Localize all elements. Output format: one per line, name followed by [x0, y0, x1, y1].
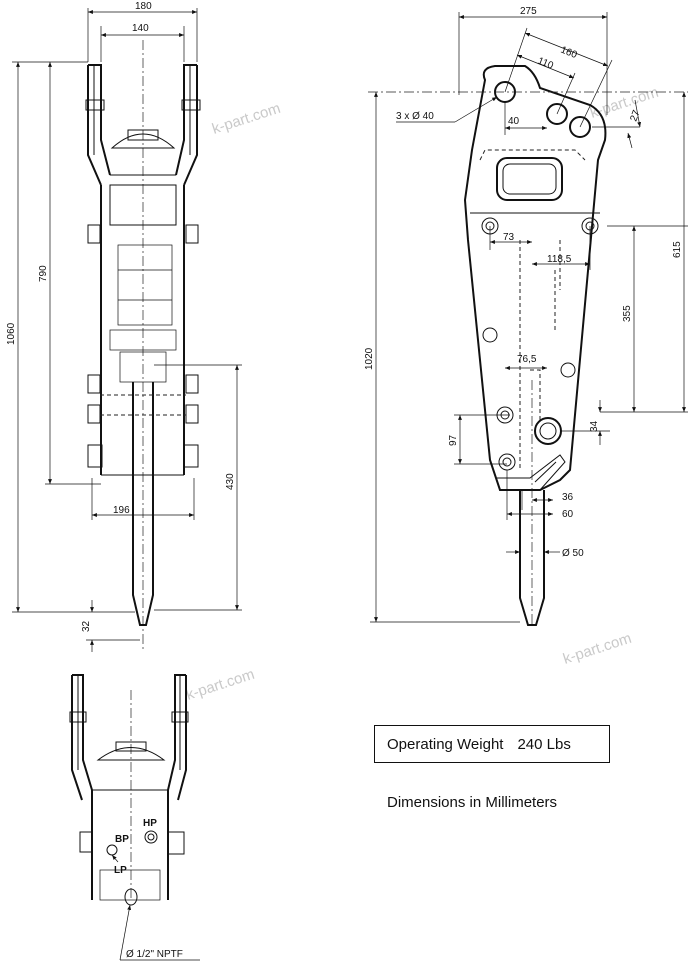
dim-front-140: 140 [132, 23, 149, 34]
watermarks: k-part.com k-part.com k-part.com k-part.… [184, 84, 661, 704]
front-view: 180 140 1060 790 196 430 32 [6, 1, 242, 652]
watermark-2: k-part.com [588, 84, 661, 122]
port-label-lp: LP [114, 865, 127, 876]
dim-side-73: 73 [503, 232, 515, 243]
dim-side-36: 36 [562, 492, 574, 503]
dim-side-40: 40 [508, 116, 520, 127]
operating-weight-value: 240 Lbs [517, 735, 571, 753]
dim-side-615: 615 [672, 241, 683, 258]
operating-weight-box: Operating Weight 240 Lbs [374, 725, 610, 763]
dim-side-97: 97 [448, 434, 459, 446]
dim-side-34: 34 [589, 420, 600, 432]
dim-front-430: 430 [225, 473, 236, 490]
dim-front-32: 32 [81, 620, 92, 632]
dim-side-355: 355 [622, 305, 633, 322]
dim-side-27: 27 [628, 108, 642, 123]
dim-side-76: 76,5 [517, 354, 537, 365]
side-view: 275 160 110 3 x Ø 40 40 27 73 118,5 [364, 6, 688, 626]
port-label-hp: HP [143, 818, 157, 829]
dim-side-118: 118,5 [547, 254, 572, 265]
dim-front-790: 790 [38, 265, 49, 282]
units-note: Dimensions in Millimeters [387, 794, 558, 811]
port-label-bp: BP [115, 834, 129, 845]
dim-side-60: 60 [562, 509, 574, 520]
dim-front-196: 196 [113, 505, 130, 516]
watermark-3: k-part.com [561, 630, 634, 668]
dim-side-275: 275 [520, 6, 537, 17]
ports-view: BP HP LP Ø 1/2" NPTF [69, 674, 200, 961]
operating-weight-label: Operating Weight [387, 735, 504, 753]
watermark-4: k-part.com [184, 666, 257, 704]
watermark-1: k-part.com [210, 100, 283, 138]
dim-side-holes: 3 x Ø 40 [396, 111, 434, 122]
dim-front-180: 180 [135, 1, 152, 12]
dim-side-1020: 1020 [364, 347, 375, 370]
dim-front-1060: 1060 [6, 322, 17, 345]
dim-side-dia50: Ø 50 [562, 548, 584, 559]
port-thread-label: Ø 1/2" NPTF [126, 949, 183, 960]
dim-side-160: 160 [559, 45, 579, 62]
